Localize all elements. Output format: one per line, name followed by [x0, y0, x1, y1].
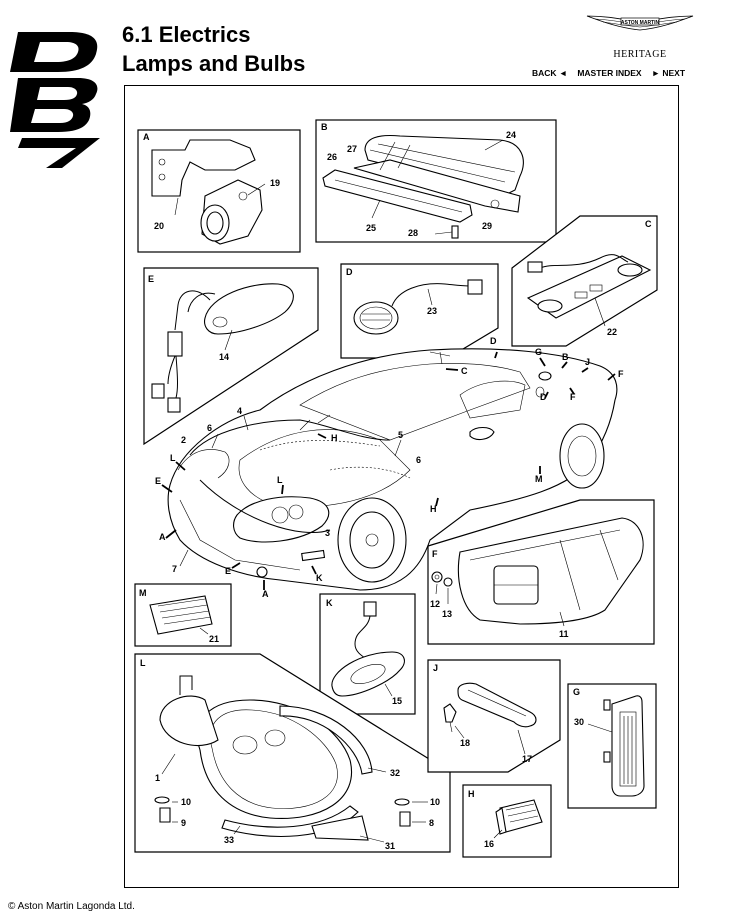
panel-e-label: E	[148, 274, 154, 284]
callout-a: A	[159, 532, 166, 542]
part-33-label: 33	[224, 835, 234, 845]
heritage-label: HERITAGE	[613, 49, 667, 60]
car-illustration	[167, 348, 618, 591]
callout-g: G	[535, 347, 542, 357]
part-5-label: 5	[398, 430, 403, 440]
panel-c: 22 C 22	[511, 215, 658, 347]
callout-e: E	[155, 476, 161, 486]
part-12-label: 12	[430, 599, 440, 609]
callout-d2: D	[540, 392, 547, 402]
title-line-1: 6.1 Electrics	[122, 22, 251, 47]
master-index-link[interactable]: MASTER INDEX	[577, 68, 642, 78]
part-26-label: 26	[327, 152, 337, 162]
back-link[interactable]: BACK ◄	[532, 68, 568, 78]
part-6b-label: 6	[416, 455, 421, 465]
panel-f: F 12 13 11	[427, 499, 655, 645]
panel-a-label: A	[143, 132, 150, 142]
panel-c-label-text: C	[645, 219, 652, 229]
panel-h-label: H	[468, 789, 475, 799]
part-32-label: 32	[390, 768, 400, 778]
part-16-label: 16	[484, 839, 494, 849]
navigation-bar: BACK ◄ MASTER INDEX ► NEXT	[532, 68, 685, 78]
callout-h2: H	[430, 504, 437, 514]
panel-d: D 23	[340, 263, 499, 359]
copyright-footer: © Aston Martin Lagonda Ltd.	[8, 901, 135, 912]
panel-g-label-text: G	[573, 687, 580, 697]
part-21-label: 21	[209, 634, 219, 644]
part-6-label: 6	[207, 423, 212, 433]
part-13-label: 13	[442, 609, 452, 619]
callout-k: K	[316, 573, 323, 583]
part-10a-label: 10	[181, 797, 191, 807]
db7-logo	[10, 32, 100, 168]
diagram-frame	[124, 85, 679, 888]
part-17-label: 17	[522, 754, 532, 764]
panel-h: H 16	[462, 784, 552, 858]
part-31-label: 31	[385, 841, 395, 851]
part-19-label: 19	[270, 178, 280, 188]
callout-l: L	[170, 453, 176, 463]
title-line-2: Lamps and Bulbs	[122, 51, 306, 76]
panel-k-label: K	[326, 598, 333, 608]
panel-l-label: L	[140, 658, 146, 668]
brand-logo-text: ASTON MARTIN	[621, 20, 660, 26]
panel-l: L 1 32 10 9 10 8 33 31	[134, 653, 451, 853]
panel-m: M 21	[134, 583, 232, 647]
part-3-label: 3	[325, 528, 330, 538]
panel-a: A 19 20	[137, 129, 301, 253]
part-18-label: 18	[460, 738, 470, 748]
part-30-label: 30	[574, 717, 584, 727]
part-23-label: 23	[427, 306, 437, 316]
aston-martin-brand: ASTON MARTIN HERITAGE	[585, 10, 695, 60]
callout-f2: F	[570, 392, 576, 402]
part-28-label: 28	[408, 228, 418, 238]
aston-martin-wings-logo: ASTON MARTIN	[586, 15, 694, 31]
callout-f: F	[618, 369, 624, 379]
part-4-label: 4	[237, 406, 242, 416]
panel-j-label: J	[433, 663, 438, 673]
part-9-label: 9	[181, 818, 186, 828]
part-14-label: 14	[219, 352, 229, 362]
panel-j: J 18 17	[427, 659, 561, 773]
part-20-label: 20	[154, 221, 164, 231]
car-part-labels: 2 6 4 5 6 3 7	[172, 406, 421, 574]
callout-e2: E	[225, 566, 231, 576]
callout-l2: L	[277, 475, 283, 485]
part-11-label: 11	[559, 629, 569, 639]
car-callouts: D G B J F C D F H M L E A L H E K A	[155, 336, 624, 599]
panel-m-label: M	[139, 588, 147, 598]
callout-a2: A	[262, 589, 269, 599]
part-22-label: 22	[607, 327, 617, 337]
part-15-label: 15	[392, 696, 402, 706]
part-24-label: 24	[506, 130, 516, 140]
part-2-label: 2	[181, 435, 186, 445]
panel-b: B 24 27 26 25 28 29	[315, 119, 557, 243]
panel-f-label: F	[432, 549, 438, 559]
panel-b-label: B	[321, 122, 328, 132]
part-10b-label: 10	[430, 797, 440, 807]
callout-j: J	[585, 357, 590, 367]
panel-d-label: D	[346, 267, 353, 277]
part-25-label: 25	[366, 223, 376, 233]
callout-b: B	[562, 352, 569, 362]
part-29-label: 29	[482, 221, 492, 231]
callout-h: H	[331, 433, 338, 443]
part-1-label: 1	[155, 773, 160, 783]
panel-e: E 14	[143, 267, 319, 446]
next-link[interactable]: ► NEXT	[651, 68, 686, 78]
panel-g: 30 G 30	[567, 683, 657, 809]
part-7-label: 7	[172, 564, 177, 574]
part-8-label: 8	[429, 818, 434, 828]
callout-c: C	[461, 366, 468, 376]
page-title: 6.1 Electrics Lamps and Bulbs	[122, 20, 305, 78]
callout-d: D	[490, 336, 497, 346]
panel-k: K 15	[319, 593, 416, 715]
callout-m: M	[535, 474, 543, 484]
part-27-label: 27	[347, 144, 357, 154]
